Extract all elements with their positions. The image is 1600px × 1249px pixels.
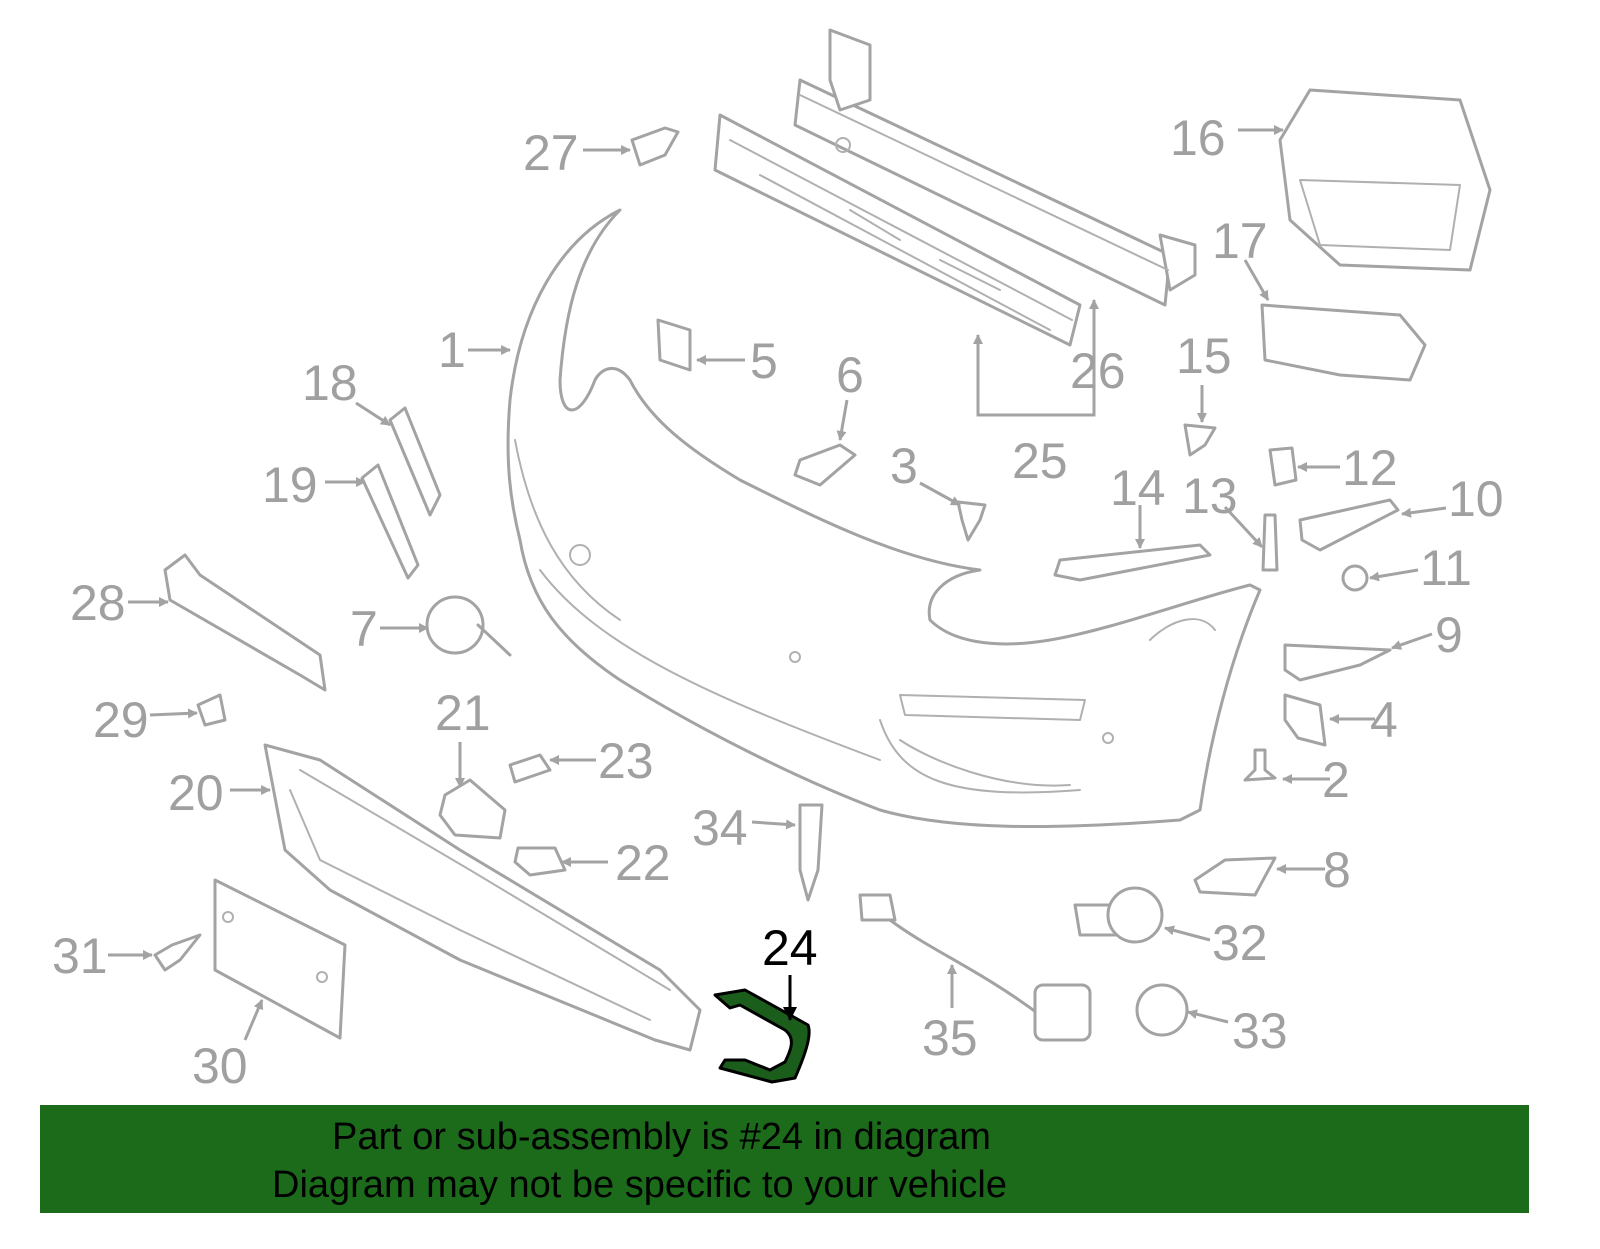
callout-18: 18 bbox=[302, 355, 358, 411]
part-26-bumper-reinforcement bbox=[793, 28, 1197, 307]
part-2-screw bbox=[1243, 748, 1277, 782]
part-33-cap bbox=[1135, 983, 1189, 1037]
callout-9: 9 bbox=[1435, 607, 1463, 663]
callout-11: 11 bbox=[1420, 540, 1472, 596]
part-25-energy-absorber bbox=[713, 113, 1082, 347]
part-17-side-light bbox=[1260, 303, 1427, 382]
callout-32: 32 bbox=[1212, 915, 1268, 971]
part-32-sensor bbox=[1073, 886, 1164, 944]
callout-23: 23 bbox=[598, 733, 654, 789]
part-19-trim bbox=[360, 463, 420, 580]
callout-leaders bbox=[108, 125, 1447, 1041]
callout-29: 29 bbox=[93, 692, 149, 748]
part-7-cap bbox=[425, 595, 512, 657]
callout-19: 19 bbox=[262, 457, 318, 513]
callout-13: 13 bbox=[1182, 468, 1238, 524]
callout-6: 6 bbox=[836, 347, 864, 403]
callout-28: 28 bbox=[70, 575, 126, 631]
part-5-clip bbox=[656, 318, 692, 372]
callout-3: 3 bbox=[890, 438, 918, 494]
part-35-wiring-harness bbox=[858, 893, 1092, 1042]
part-21-bracket bbox=[438, 778, 507, 840]
part-3-clip bbox=[956, 500, 987, 542]
part-34-sensor bbox=[798, 803, 824, 902]
callout-20: 20 bbox=[168, 765, 224, 821]
callout-35: 35 bbox=[922, 1010, 978, 1066]
callout-21: 21 bbox=[435, 685, 491, 741]
callout-33: 33 bbox=[1232, 1003, 1288, 1059]
part-8-cover bbox=[1193, 856, 1277, 897]
callout-24[interactable]: 24 bbox=[762, 920, 818, 976]
part-9-trim bbox=[1283, 643, 1392, 682]
part-11-screw bbox=[1341, 564, 1369, 592]
part-18-trim bbox=[388, 406, 442, 517]
part-20-lower-grille bbox=[263, 743, 702, 1052]
callout-10: 10 bbox=[1448, 471, 1504, 527]
part-10-bracket bbox=[1298, 498, 1400, 552]
callout-34: 34 bbox=[692, 800, 748, 856]
part-23-screw bbox=[508, 753, 552, 784]
part-4-bracket bbox=[1283, 693, 1327, 747]
callout-22: 22 bbox=[615, 835, 671, 891]
part-31-screw bbox=[153, 933, 202, 972]
part-15-screw bbox=[1183, 423, 1217, 457]
callout-17: 17 bbox=[1212, 213, 1268, 269]
callout-25: 25 bbox=[1012, 433, 1068, 489]
callout-26: 26 bbox=[1070, 343, 1126, 399]
part-30-license-plate-bracket bbox=[213, 878, 347, 1040]
part-16-grille-frame bbox=[1278, 88, 1492, 272]
callout-4: 4 bbox=[1370, 692, 1398, 748]
part-13-stud bbox=[1261, 513, 1279, 572]
callout-labels: 1 2 3 4 5 6 7 8 9 10 11 12 13 14 15 16 1… bbox=[52, 110, 1504, 1094]
part-28-bracket bbox=[163, 553, 327, 692]
part-6-bracket bbox=[793, 443, 857, 487]
callout-1: 1 bbox=[438, 322, 466, 378]
part-27-bolt bbox=[630, 126, 680, 167]
part-24-highlighted[interactable] bbox=[713, 988, 811, 1084]
part-1-bumper-cover bbox=[506, 208, 1262, 829]
callout-15: 15 bbox=[1176, 328, 1232, 384]
info-banner: Part or sub-assembly is #24 in diagram D… bbox=[40, 1105, 1529, 1213]
callout-14: 14 bbox=[1110, 460, 1166, 516]
callout-2: 2 bbox=[1322, 752, 1350, 808]
part-14-bracket bbox=[1053, 543, 1212, 582]
part-29-screw bbox=[196, 693, 227, 727]
part-22-clip bbox=[513, 846, 567, 877]
callout-8: 8 bbox=[1323, 842, 1351, 898]
callout-7: 7 bbox=[350, 601, 378, 657]
callout-5: 5 bbox=[750, 333, 778, 389]
callout-16: 16 bbox=[1170, 110, 1226, 166]
part-12-clip bbox=[1268, 446, 1298, 487]
callout-27: 27 bbox=[523, 125, 579, 181]
callout-12: 12 bbox=[1342, 440, 1398, 496]
banner-line-part-number: Part or sub-assembly is #24 in diagram bbox=[332, 1116, 991, 1158]
banner-line-disclaimer: Diagram may not be specific to your vehi… bbox=[272, 1164, 1007, 1206]
callout-30: 30 bbox=[192, 1038, 248, 1094]
callout-31: 31 bbox=[52, 928, 108, 984]
